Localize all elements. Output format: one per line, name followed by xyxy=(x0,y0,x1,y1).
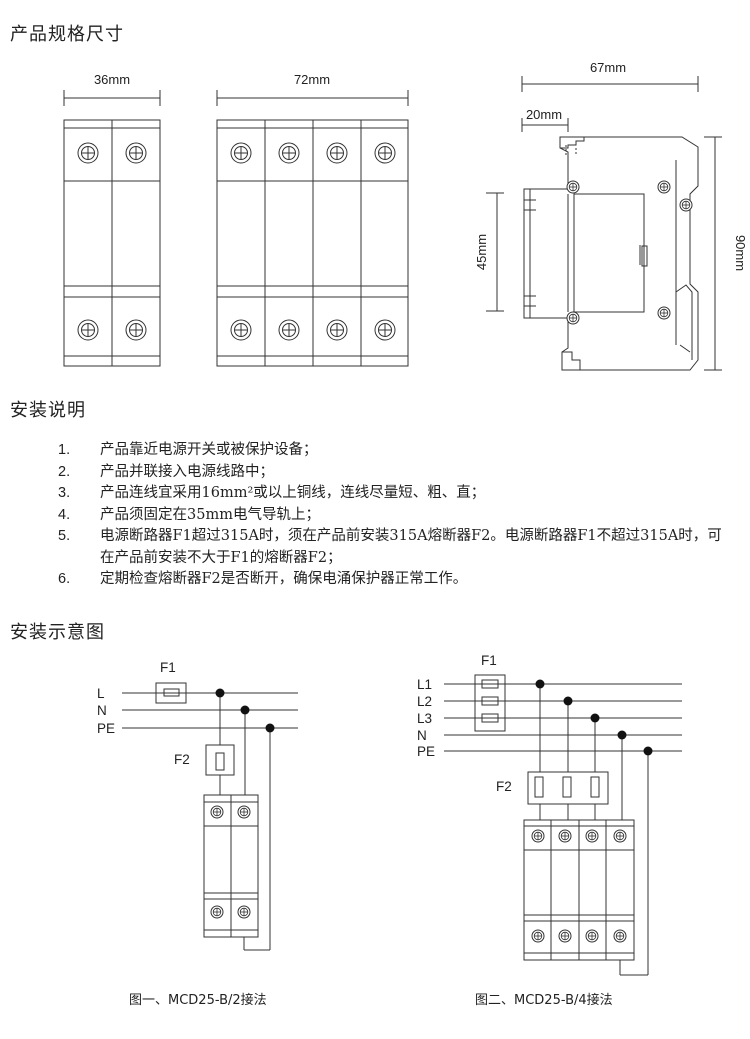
d2-line-l2: L2 xyxy=(417,694,432,709)
instruction-text: 产品并联接入电源线路中； xyxy=(100,463,274,480)
d1-f1-label: F1 xyxy=(160,660,176,675)
instruction-item: 4. 产品须固定在35mm电气导轨上； xyxy=(58,505,730,527)
d2-f2-label: F2 xyxy=(496,779,512,794)
instructions-title: 安装说明 xyxy=(10,400,86,421)
caption-1: 图一、MCD25-B/2接法 xyxy=(129,992,267,1008)
d1-f2-label: F2 xyxy=(174,752,190,767)
instruction-item: 5. 电源断路器F1超过315A时，须在产品前安装315A熔断器F2。电源断路器F… xyxy=(58,526,730,569)
instruction-number: 5. xyxy=(58,528,71,544)
side-view xyxy=(486,76,722,371)
dim-front: 20mm xyxy=(526,107,562,122)
instruction-text: 电源断路器F1超过315A时，须在产品前安装315A熔断器F2。电源断路器F1不… xyxy=(100,528,722,566)
instruction-item: 1. 产品靠近电源开关或被保护设备； xyxy=(58,440,730,462)
instruction-number: 2. xyxy=(58,463,71,480)
dim-depth: 67mm xyxy=(590,60,626,75)
instructions-list: 1. 产品靠近电源开关或被保护设备； 2. 产品并联接入电源线路中； 3. 产品连线宜… xyxy=(58,440,730,591)
junction-dots-1 xyxy=(215,688,275,733)
caption-2: 图二、MCD25-B/4接法 xyxy=(475,992,613,1008)
instruction-text: 定期检查熔断器F2是否断开，确保电涌保护器正常工作。 xyxy=(100,571,468,587)
d1-line-pe: PE xyxy=(97,721,115,736)
d2-line-l1: L1 xyxy=(417,677,432,692)
d2-f1-label: F1 xyxy=(481,653,497,668)
dim-width-2p: 36mm xyxy=(94,72,130,87)
front-view-2p xyxy=(63,90,161,367)
instruction-number: 3. xyxy=(58,485,71,501)
diagram-title: 安装示意图 xyxy=(10,622,105,643)
instruction-item: 3. 产品连线宜采用16mm²或以上铜线，连线尽量短、粗、直； xyxy=(58,483,730,505)
d2-line-pe: PE xyxy=(417,744,435,759)
instruction-item: 2. 产品并联接入电源线路中； xyxy=(58,462,730,484)
front-view-4p xyxy=(216,90,409,367)
wiring-diagram-4p xyxy=(444,674,682,976)
instruction-number: 1. xyxy=(58,442,71,458)
instruction-item: 6. 定期检查熔断器F2是否断开，确保电涌保护器正常工作。 xyxy=(58,569,730,591)
junction-dots-2 xyxy=(535,679,653,756)
instruction-text: 产品连线宜采用16mm²或以上铜线，连线尽量短、粗、直； xyxy=(100,485,486,501)
instruction-number: 6. xyxy=(58,571,71,587)
d2-line-l3: L3 xyxy=(417,711,432,726)
instruction-text: 产品靠近电源开关或被保护设备； xyxy=(100,442,318,458)
d2-line-n: N xyxy=(417,728,427,743)
dim-height: 90mm xyxy=(733,235,748,271)
d1-line-l: L xyxy=(97,686,105,701)
dim-width-4p: 72mm xyxy=(294,72,330,87)
instruction-number: 4. xyxy=(58,506,71,523)
dimensions-title: 产品规格尺寸 xyxy=(10,24,124,45)
wiring-diagram-2p xyxy=(122,682,298,951)
instruction-text: 产品须固定在35mm电气导轨上； xyxy=(100,506,320,523)
dim-rail: 45mm xyxy=(474,234,489,270)
d1-line-n: N xyxy=(97,703,107,718)
